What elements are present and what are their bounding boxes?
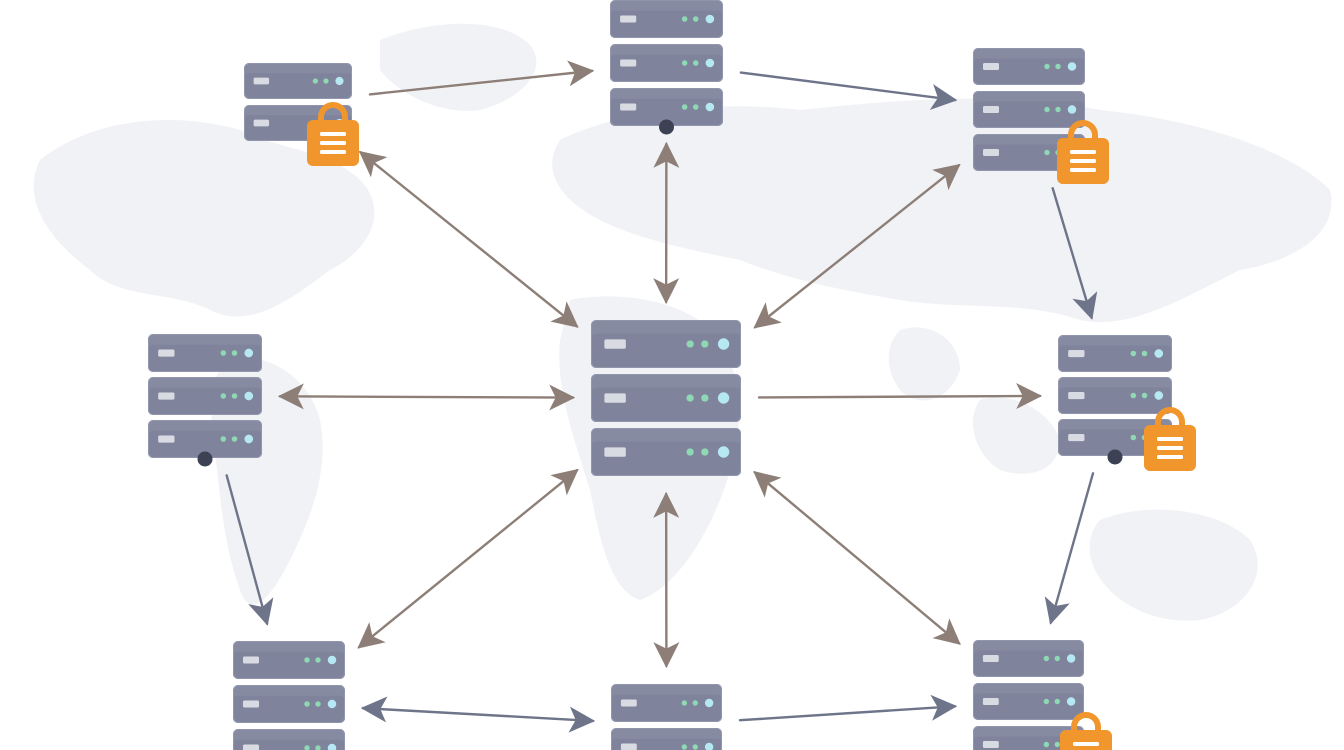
connection-mid-left-to-bottom-left	[225, 474, 274, 626]
connection-bottom-center-to-bottom-right	[738, 694, 958, 722]
connection-top-center-to-top-right	[739, 71, 958, 110]
connection-center-hub-to-top-right	[753, 163, 961, 329]
server-rack-icon	[1058, 335, 1172, 465]
lock-icon	[1144, 407, 1196, 471]
server-rack-icon	[591, 320, 741, 476]
connection-top-right-to-mid-right	[1051, 187, 1098, 320]
connection-center-hub-to-bottom-right	[753, 470, 961, 645]
server-rack-icon	[611, 684, 722, 750]
server-rack-icon	[610, 0, 723, 135]
lock-icon	[1060, 712, 1112, 750]
connection-center-hub-to-mid-left	[277, 383, 576, 411]
server-rack-icon	[148, 334, 262, 467]
connection-center-hub-to-bottom-left	[357, 468, 579, 649]
lock-icon	[1057, 120, 1109, 184]
server-nodes	[148, 0, 1196, 750]
connection-center-hub-to-top-left	[358, 150, 579, 328]
lock-icon	[307, 102, 359, 166]
connection-bottom-left-to-bottom-center	[360, 696, 596, 733]
server-rack-icon	[233, 641, 345, 750]
connection-mid-right-to-bottom-right	[1044, 472, 1095, 625]
connections	[225, 60, 1098, 733]
connection-center-hub-to-mid-right	[757, 383, 1043, 410]
connection-top-left-to-top-center	[368, 60, 595, 96]
